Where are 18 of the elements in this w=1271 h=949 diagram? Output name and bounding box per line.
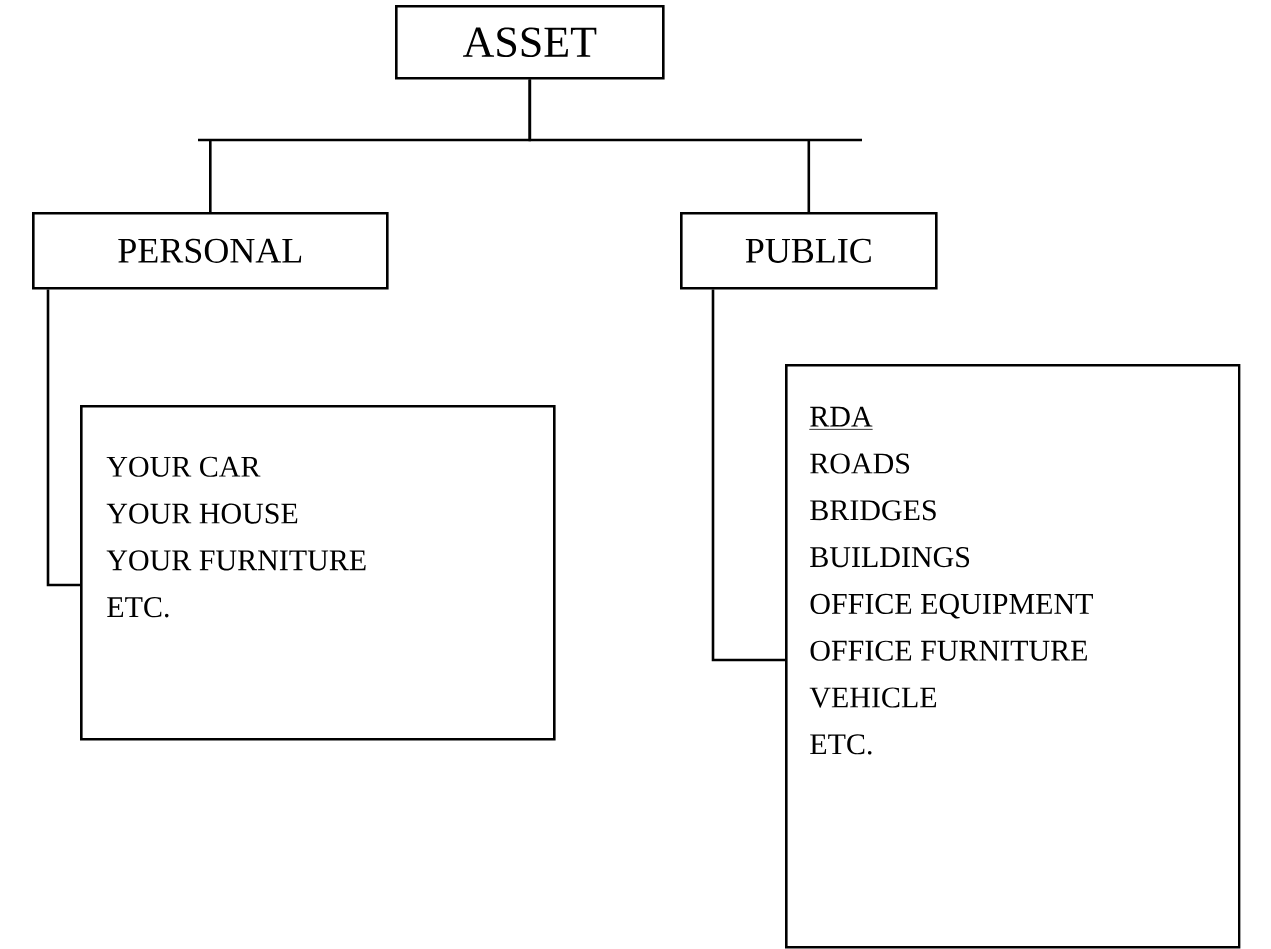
list-box bbox=[80, 405, 556, 741]
category-box: ASSET bbox=[395, 5, 665, 80]
list-item: VEHICLE bbox=[809, 687, 937, 708]
list-item: YOUR FURNITURE bbox=[106, 550, 366, 571]
category-box: PERSONAL bbox=[32, 212, 389, 290]
connector bbox=[528, 79, 864, 212]
list-box bbox=[785, 364, 1241, 949]
list-item: ROADS bbox=[810, 453, 910, 474]
list-item: BRIDGES bbox=[810, 500, 936, 521]
list-item: ETC. bbox=[107, 597, 169, 618]
list-item: RDA bbox=[808, 406, 874, 430]
list-item: BUILDINGS bbox=[810, 547, 970, 568]
category-box: PUBLIC bbox=[680, 212, 938, 290]
list-item: OFFICE FURNITURE bbox=[810, 640, 1087, 661]
list-item: YOUR CAR bbox=[106, 456, 261, 477]
list-item: ETC. bbox=[810, 734, 872, 755]
list-item: YOUR HOUSE bbox=[106, 503, 298, 524]
list-item: OFFICE EQUIPMENT bbox=[810, 593, 1093, 619]
